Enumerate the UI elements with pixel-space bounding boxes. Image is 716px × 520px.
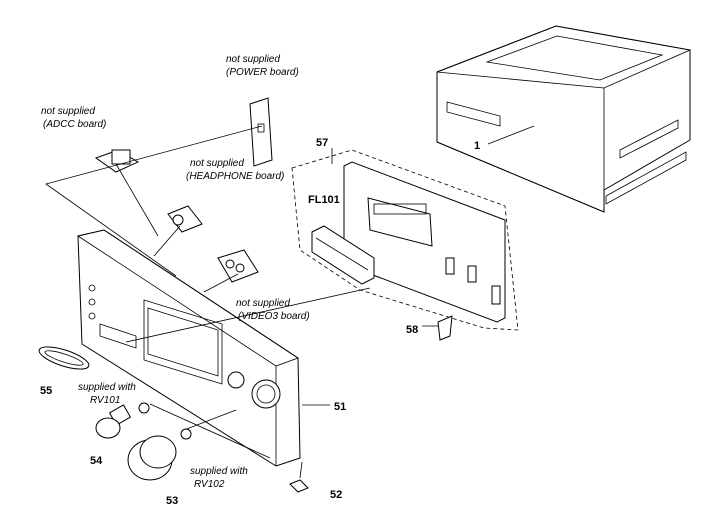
part-number-1: 1 [474, 140, 480, 152]
leader-lines [45, 125, 535, 479]
part-number-51: 51 [334, 401, 346, 413]
video3-board [217, 249, 259, 283]
part-number-55: 55 [40, 385, 52, 397]
part-number-53: 53 [166, 495, 178, 507]
adcc-board-label-line2: (ADCC board) [43, 119, 106, 130]
window-part-55 [38, 346, 90, 370]
bracket-part-52 [289, 479, 309, 493]
power-board-label-line1: not supplied [226, 54, 280, 65]
clip-part-58 [437, 315, 453, 341]
video3-board-label-line2: (VIDEO3 board) [238, 311, 310, 322]
headphone-board-label-line2: (HEADPHONE board) [186, 171, 284, 182]
front-panel-part-51 [76, 229, 301, 467]
headphone-board [167, 205, 203, 233]
part-number-54: 54 [90, 455, 103, 467]
rv102-label-line2: RV102 [194, 479, 225, 490]
video3-board-label-line1: not supplied [236, 298, 290, 309]
rv102-label-line1: supplied with [190, 466, 248, 477]
part-number-58: 58 [406, 324, 418, 336]
part-numbers: 1 57 FL101 58 55 51 54 53 52 [40, 137, 480, 507]
callout-labels: not supplied (POWER board) not supplied … [41, 54, 310, 490]
display-assembly-part-57 [291, 149, 519, 331]
headphone-board-label-line1: not supplied [190, 158, 244, 169]
part-number-52: 52 [330, 489, 342, 501]
part-number-fl101: FL101 [308, 194, 340, 206]
power-board [249, 97, 273, 167]
knob-part-53 [127, 428, 192, 481]
rv101-label-line2: RV101 [90, 395, 120, 406]
part-number-57: 57 [316, 137, 328, 149]
adcc-board-label-line1: not supplied [41, 106, 95, 117]
rv101-label-line1: supplied with [78, 382, 136, 393]
power-board-label-line2: (POWER board) [226, 67, 299, 78]
knob-part-54 [95, 402, 150, 439]
cabinet-part-1 [436, 25, 692, 213]
